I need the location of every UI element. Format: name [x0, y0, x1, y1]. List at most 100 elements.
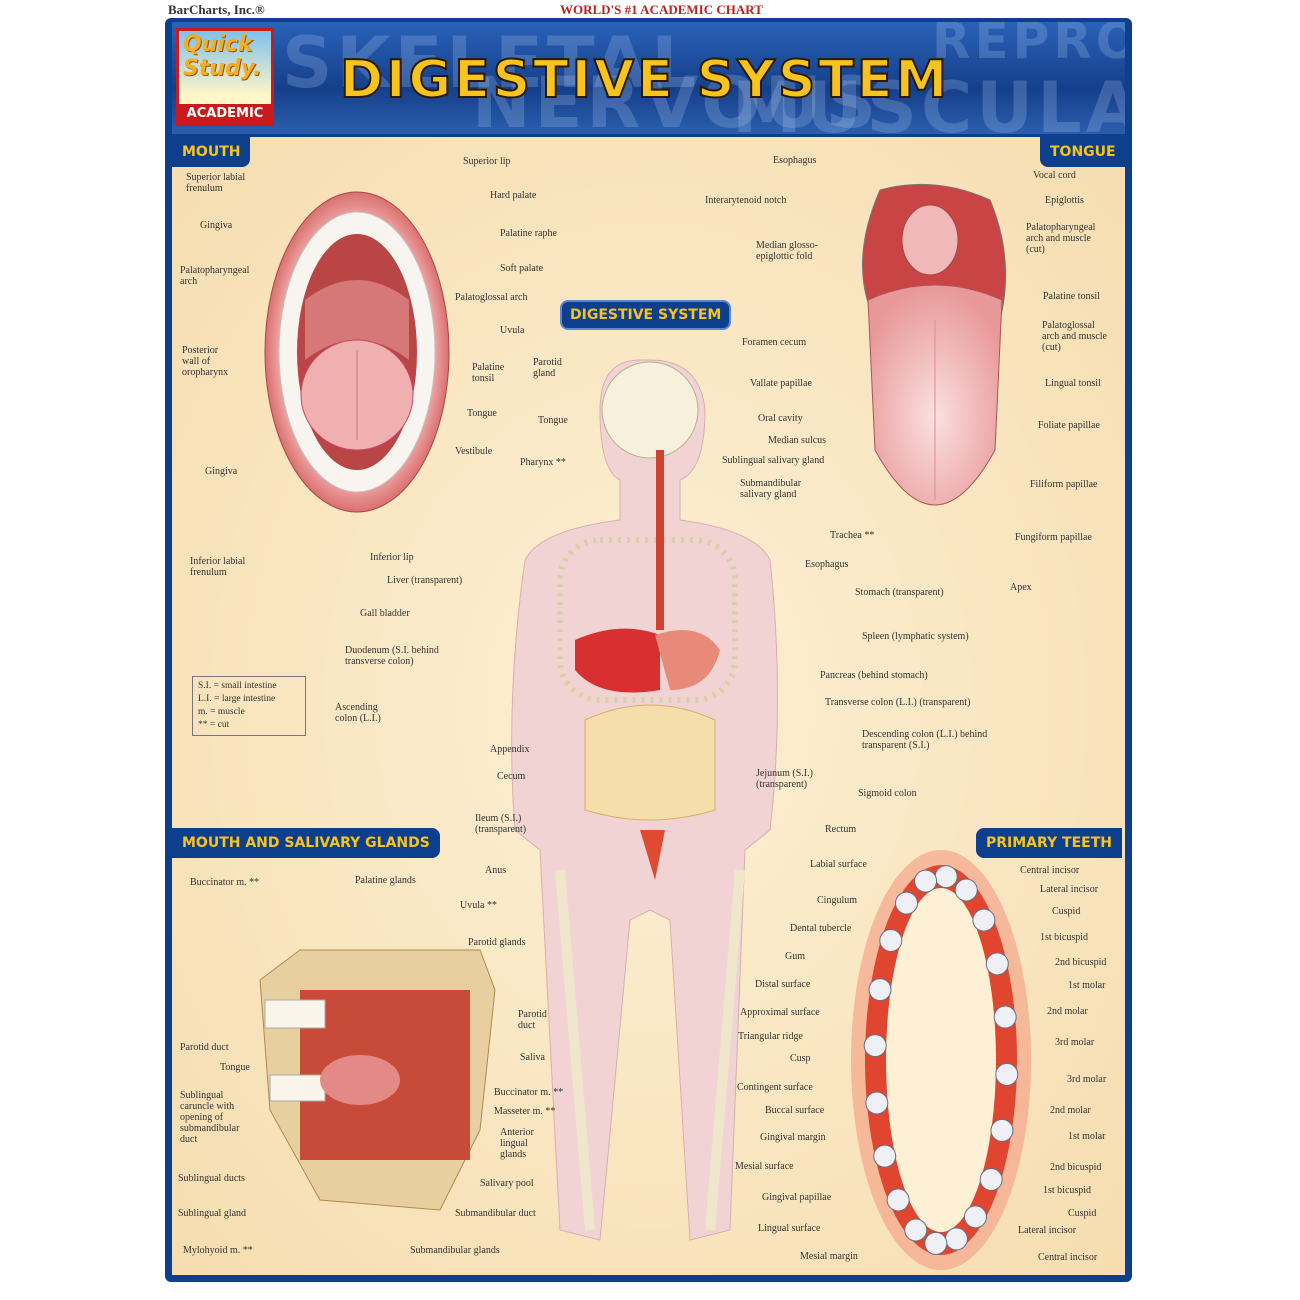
tooth: [886, 1188, 910, 1212]
mouth-label: Vestibule: [455, 446, 493, 457]
teeth-label: Lateral incisor: [1018, 1225, 1077, 1236]
tooth: [954, 878, 978, 902]
digestive-label: Trachea **: [830, 530, 875, 541]
primary-teeth-illustration: [851, 850, 1031, 1270]
teeth-label: 2nd molar: [1050, 1105, 1091, 1116]
salivary-label: Submandibular duct: [455, 1208, 536, 1219]
digestive-label: Esophagus: [805, 559, 849, 570]
salivary-label: Mylohyoid m. **: [183, 1245, 253, 1256]
tongue-illustration: [862, 183, 1007, 506]
digestive-label: Jejunum (S.I.) (transparent): [756, 768, 813, 790]
digestive-label: Stomach (transparent): [855, 587, 944, 598]
tooth: [865, 1091, 889, 1115]
teeth-label: Cingulum: [817, 895, 858, 906]
teeth-label: Central incisor: [1038, 1252, 1098, 1263]
teeth-label: Mesial margin: [800, 1251, 858, 1262]
digestive-label: Pharynx **: [520, 457, 566, 468]
teeth-label: Gum: [785, 951, 805, 962]
tongue-label: Epiglottis: [1045, 195, 1084, 206]
digestive-label: Cecum: [497, 771, 526, 782]
background-word: SKELETAL: [282, 22, 700, 104]
tooth: [914, 869, 938, 893]
salivary-label: Uvula **: [460, 900, 497, 911]
salivary-label: Buccinator m. **: [190, 877, 260, 888]
open-mouth-illustration: [264, 191, 450, 513]
section-header-digestive-system: DIGESTIVE SYSTEM: [560, 300, 732, 330]
mouth-label: Palatopharyngeal arch: [180, 265, 250, 287]
salivary-label: Buccinator m. **: [494, 1087, 564, 1098]
mouth-label: Superior lip: [463, 156, 511, 167]
salivary-label: Salivary pool: [480, 1178, 534, 1189]
tooth: [895, 891, 919, 915]
tooth: [924, 1231, 948, 1255]
logo-line2: Study.: [183, 56, 262, 81]
legend-item: L.I. = large intestine: [198, 694, 276, 704]
tooth: [985, 952, 1009, 976]
teeth-label: Distal surface: [755, 979, 811, 990]
teeth-label: Cusp: [790, 1053, 811, 1064]
tongue-label: Foramen cecum: [742, 337, 807, 348]
salivary-label: Parotid glands: [468, 937, 526, 948]
teeth-label: 3rd molar: [1055, 1037, 1095, 1048]
tongue-label: Vallate papillae: [750, 378, 812, 389]
digestive-label: Oral cavity: [758, 413, 803, 424]
background-word: REPRODUCTIVE: [932, 22, 1125, 70]
digestive-label: Duodenum (S.I. behind transverse colon): [345, 645, 439, 667]
tongue-label: Vocal cord: [1033, 170, 1076, 181]
digestive-label: Parotid gland: [533, 357, 562, 379]
teeth-label: 2nd bicuspid: [1050, 1162, 1102, 1173]
tongue-label: Interarytenoid notch: [705, 195, 787, 206]
teeth-label: 1st bicuspid: [1040, 932, 1089, 943]
tooth: [993, 1005, 1017, 1029]
tooth: [944, 1227, 968, 1251]
salivary-label: Tongue: [220, 1062, 250, 1073]
salivary-glands-illustration: [259, 949, 496, 1211]
page-title: DIGESTIVE SYSTEM: [339, 49, 951, 111]
tongue-label: Palatine tonsil: [1043, 291, 1100, 302]
tooth: [879, 929, 903, 953]
salivary-label: Sublingual gland: [178, 1208, 247, 1219]
teeth-label: 1st molar: [1068, 1131, 1106, 1142]
teeth-label: Central incisor: [1020, 865, 1080, 876]
digestive-label: Appendix: [490, 744, 530, 755]
mouth-label: Palatine raphe: [500, 228, 557, 239]
mouth-label: Gingiva: [205, 466, 238, 477]
digestive-label: Rectum: [825, 824, 857, 835]
human-body-illustration: [511, 359, 778, 1241]
salivary-label: Masseter m. **: [494, 1106, 556, 1117]
teeth-label: Triangular ridge: [738, 1031, 803, 1042]
teeth-label: Gingival papillae: [762, 1192, 832, 1203]
tooth: [995, 1062, 1019, 1086]
publisher-name: BarCharts, Inc.®: [168, 2, 265, 17]
salivary-label: Parotid duct: [518, 1009, 547, 1031]
digestive-label: Ascending colon (L.I.): [335, 702, 381, 724]
teeth-label: Lateral incisor: [1040, 884, 1099, 895]
abbreviation-legend: S.I. = small intestine L.I. = large inte…: [192, 676, 306, 736]
tongue-label: Foliate papillae: [1038, 420, 1100, 431]
teeth-label: 2nd bicuspid: [1055, 957, 1107, 968]
tongue-label: Lingual tonsil: [1045, 378, 1101, 389]
tooth: [873, 1144, 897, 1168]
tongue-label: Palatopharyngeal arch and muscle (cut): [1026, 222, 1096, 255]
mouth-label: Palatine tonsil: [472, 362, 505, 384]
digestive-label: Liver (transparent): [387, 575, 463, 586]
tooth: [863, 1034, 887, 1058]
teeth-label: Labial surface: [810, 859, 867, 870]
teeth-label: Cuspid: [1068, 1208, 1097, 1219]
teeth-label: Cuspid: [1052, 906, 1081, 917]
teeth-label: Mesial surface: [735, 1161, 794, 1172]
section-header-mouth-and-salivary-glands: MOUTH AND SALIVARY GLANDS: [172, 828, 440, 858]
logo-line1: Quick: [183, 32, 253, 57]
teeth-label: Buccal surface: [765, 1105, 825, 1116]
salivary-label: Parotid duct: [180, 1042, 229, 1053]
tongue-label: Fungiform papillae: [1015, 532, 1092, 543]
teeth-label: Approximal surface: [740, 1007, 820, 1018]
salivary-label: Palatine glands: [355, 875, 416, 886]
tooth: [904, 1218, 928, 1242]
digestive-label: Pancreas (behind stomach): [820, 670, 928, 681]
tongue-label: Median glosso- epiglottic fold: [756, 240, 818, 262]
